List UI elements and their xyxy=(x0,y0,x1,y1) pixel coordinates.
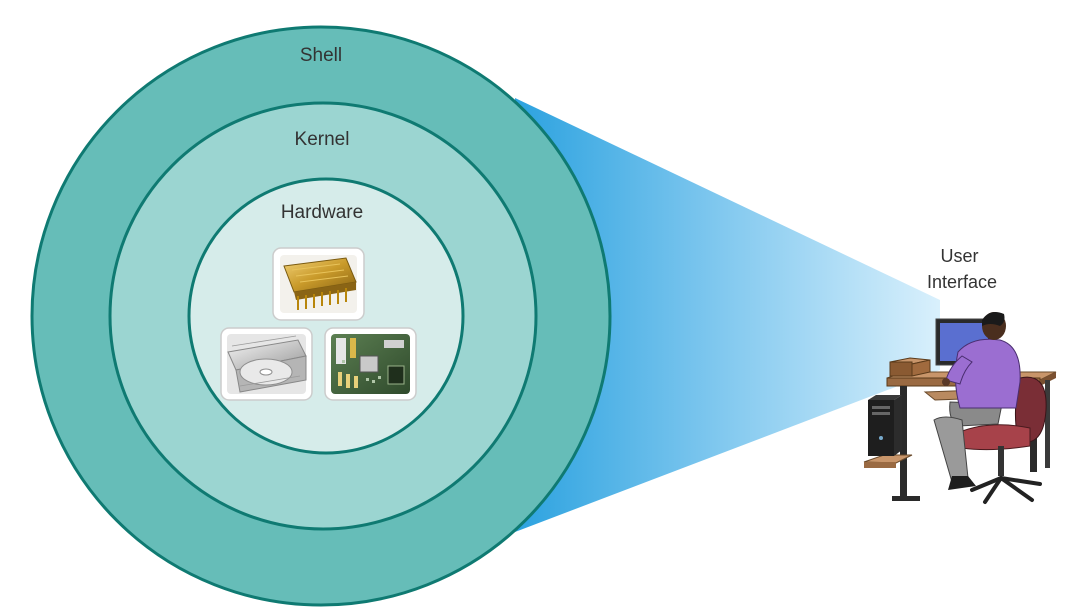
user-interface-label: User Interface xyxy=(927,246,997,292)
kernel-label: Kernel xyxy=(295,129,350,150)
user-at-computer-illustration xyxy=(863,312,1057,504)
cpu-chip-image xyxy=(272,247,365,321)
optical-disc-drive-image xyxy=(220,327,313,401)
interface-beam xyxy=(515,98,940,532)
motherboard-image xyxy=(324,327,417,401)
shell-label: Shell xyxy=(300,45,342,66)
hardware-label: Hardware xyxy=(281,202,363,223)
user-interface-line2: Interface xyxy=(927,272,997,292)
user-interface-line1: User xyxy=(940,246,978,266)
